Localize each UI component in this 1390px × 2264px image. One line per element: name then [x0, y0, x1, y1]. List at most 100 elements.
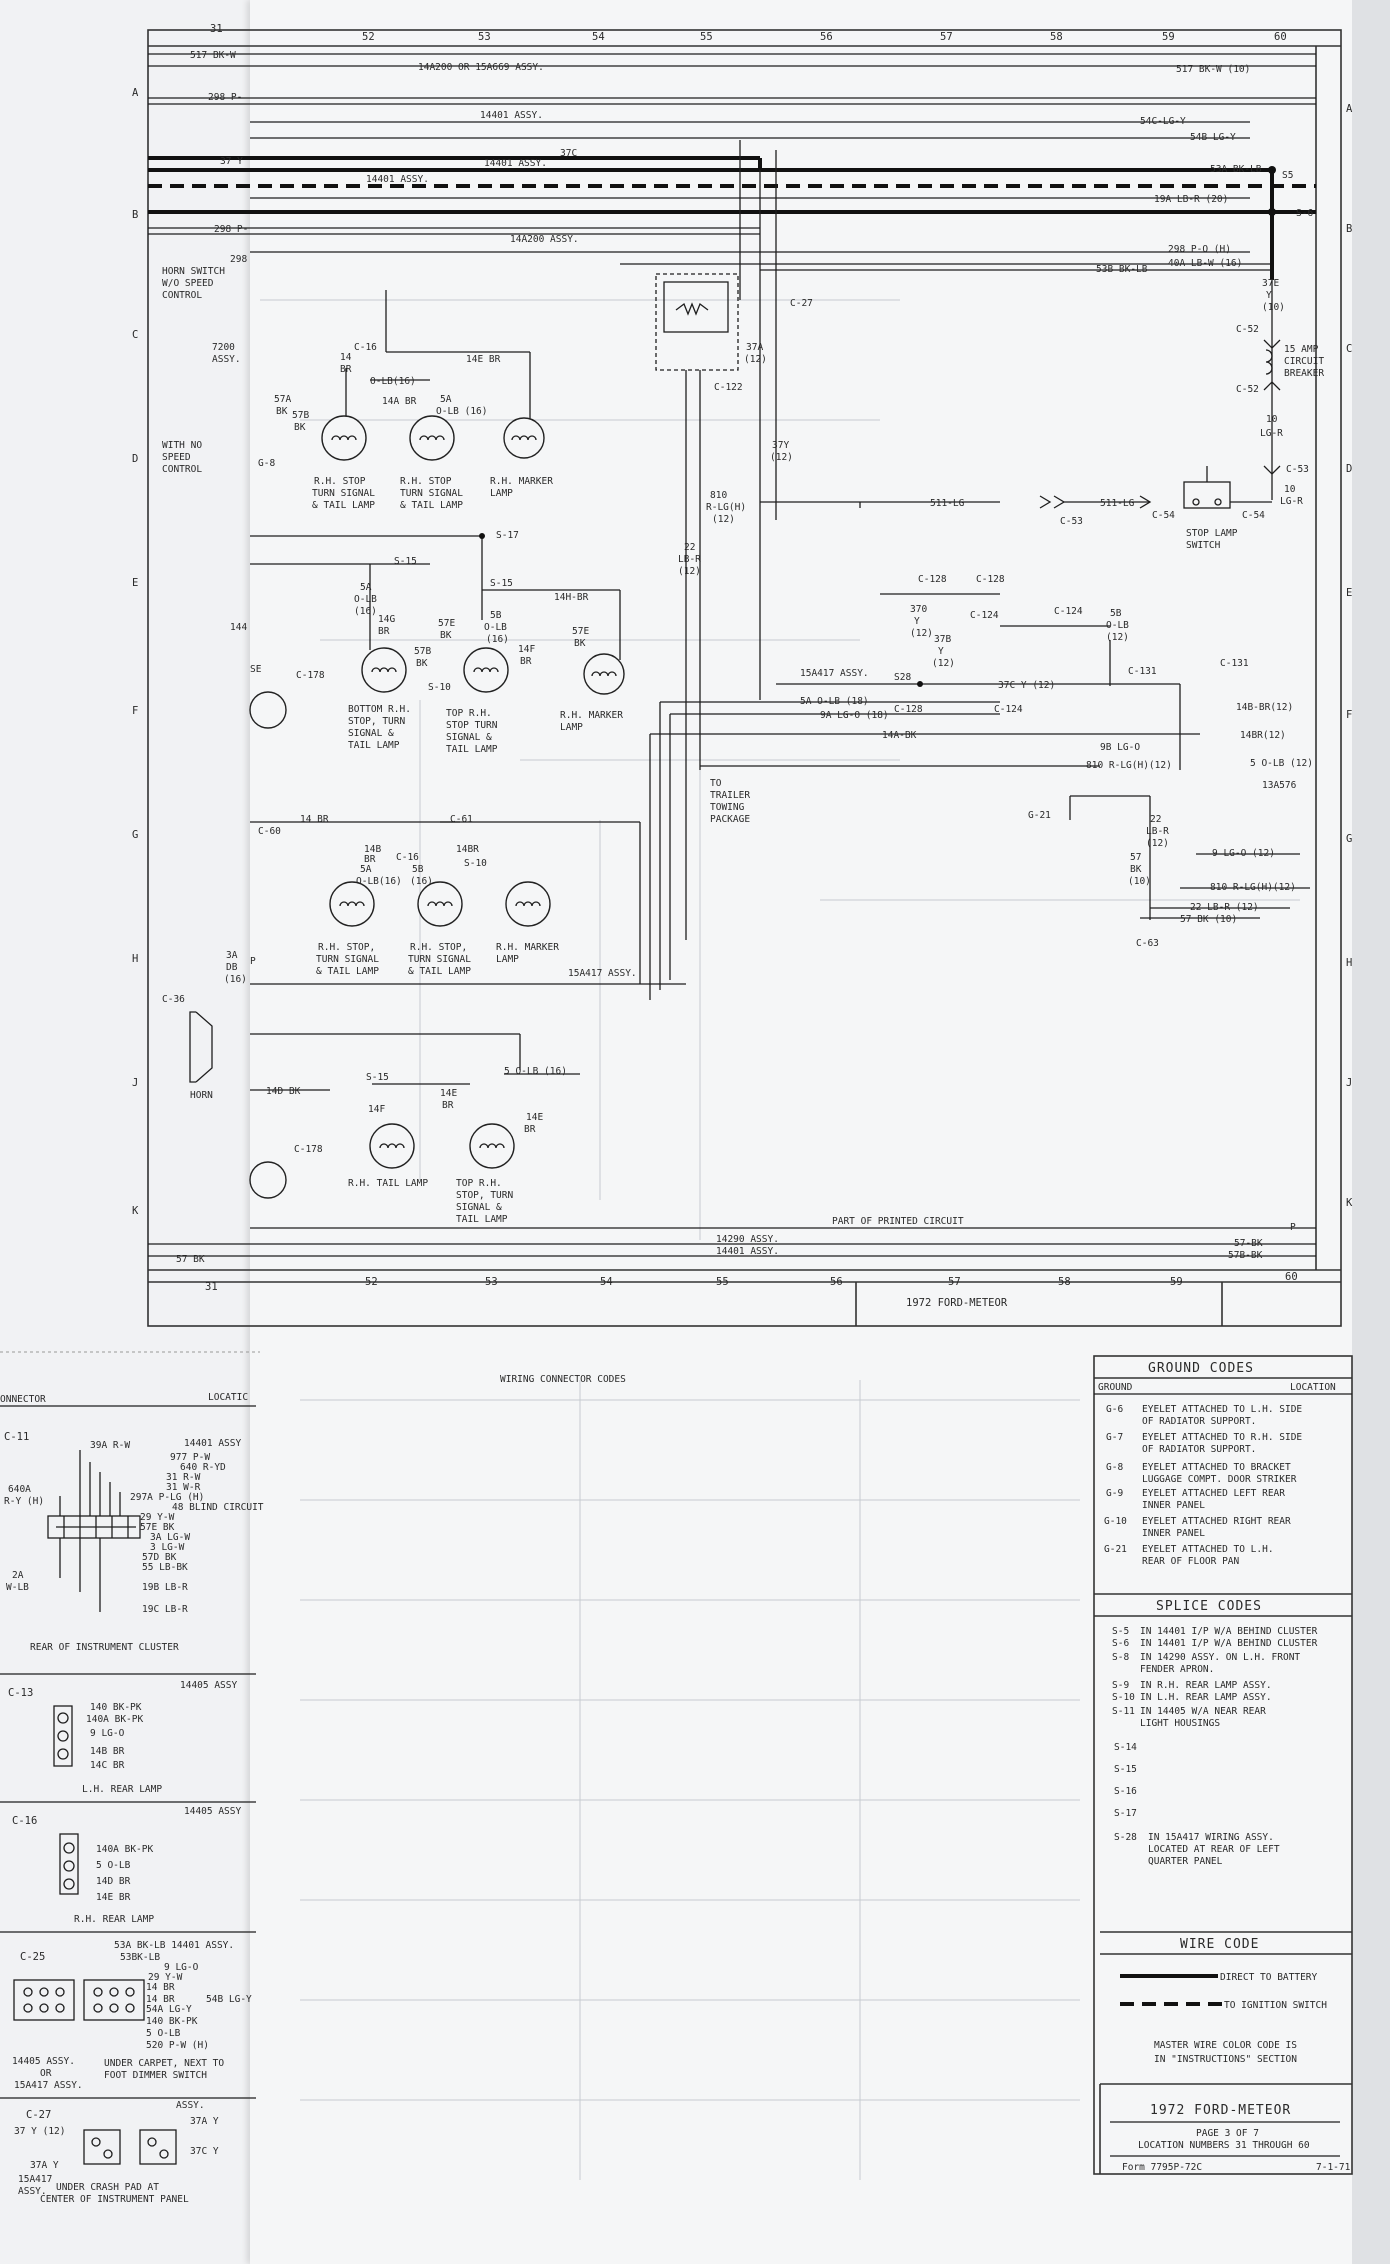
wire-label: Y: [1266, 290, 1272, 301]
left-fold-sheet: [0, 0, 260, 2264]
connector-label: C-54: [1152, 510, 1175, 521]
col-label: 54: [592, 31, 605, 43]
wire-label: O-LB(16): [370, 376, 416, 387]
wire-label: 5B: [1110, 608, 1122, 619]
ground-label: G-21: [1028, 810, 1051, 821]
splice-code: S-17: [1114, 1808, 1137, 1819]
col-label: 57: [948, 1276, 961, 1288]
form-number: Form 7795P-72C: [1122, 2162, 1202, 2173]
connector-label: C-53: [1060, 516, 1083, 527]
col-label: 31: [205, 1281, 218, 1293]
trailer-connectors: C-128 C-128 370 Y (12) 37B Y (12) C-124 …: [649, 574, 1313, 1000]
row-label: G: [1346, 833, 1352, 845]
component-label: & TAIL LAMP: [312, 500, 375, 511]
wire-label: 10: [1266, 414, 1278, 425]
wire-label: 19B LB-R: [142, 1582, 188, 1593]
splice-label: S-15: [394, 556, 417, 567]
connector-label: C-178: [296, 670, 325, 681]
main-sheet: [250, 0, 1360, 2264]
component-label: TAIL LAMP: [348, 740, 400, 751]
splice-location: IN 14405 W/A NEAR REAR: [1140, 1706, 1266, 1717]
component-label: PACKAGE: [710, 814, 750, 825]
wire-label: (12): [678, 566, 701, 577]
ground-location: EYELET ATTACHED TO L.H. SIDE: [1142, 1404, 1302, 1415]
wire-label: 53BK-LB: [120, 1952, 160, 1963]
splice-label: S-17: [496, 530, 519, 541]
assembly-label: 14405 ASSY: [184, 1806, 241, 1817]
wire-label: 14B-BR(12): [1236, 702, 1293, 713]
component-label: TURN SIGNAL: [316, 954, 379, 965]
wire-label: 54A LG-Y: [146, 2004, 192, 2015]
connector-c25: C-25 53A BK-LB 14401 ASSY. 53BK-LB 9 LG-…: [12, 1940, 252, 2091]
wire-label: 37A Y: [190, 2116, 219, 2127]
wire-label: (12): [744, 354, 767, 365]
connector-label: C-124: [970, 610, 999, 621]
page-number: PAGE 3 OF 7: [1196, 2128, 1259, 2139]
splice-code-list: S-5 IN 14401 I/P W/A BEHIND CLUSTER S-6 …: [1112, 1626, 1318, 1867]
wire-label: 14H-BR: [554, 592, 589, 603]
middle-rh-lamps: S-17 S-15 S-15 14H-BR 5A O-LB (16) 14G B…: [230, 530, 625, 755]
wire-label: 54B LG-Y: [206, 1994, 252, 2005]
splice-code: S-10: [1112, 1692, 1135, 1703]
wire-label: 57E: [572, 626, 589, 637]
connector-label: C-128: [976, 574, 1005, 585]
wire-label: 9 LG-O (12): [1212, 848, 1275, 859]
title-block-title: 1972 FORD-METEOR: [1150, 2103, 1291, 2118]
wire-label: 5 O-LB (12): [1250, 758, 1313, 769]
wire-label: 5A: [360, 582, 372, 593]
wire-label: 29 Y-W: [140, 1512, 175, 1523]
connector-label: C-124: [1054, 606, 1083, 617]
wire-label: W-LB: [6, 1582, 29, 1593]
col-label: 55: [716, 1276, 729, 1288]
ground-codes-title: GROUND CODES: [1148, 1361, 1254, 1376]
component-label: LAMP: [496, 954, 519, 965]
wire-label: 31 W-R: [166, 1482, 201, 1493]
component-label: SIGNAL &: [446, 732, 492, 743]
component-label: TOP R.H.: [446, 708, 492, 719]
component-label: LAMP: [490, 488, 513, 499]
wire-label: Y: [914, 616, 920, 627]
component-label: & TAIL LAMP: [408, 966, 471, 977]
wire-label: 9A LG-O (18): [820, 710, 889, 721]
wire-label: 37 Y: [220, 156, 243, 167]
connector-label: C-52: [1236, 384, 1259, 395]
wire-label: 977 P-W: [170, 1452, 210, 1463]
connector-label: C-36: [162, 994, 185, 1005]
component-label: W/O SPEED: [162, 278, 214, 289]
wire-code-label: TO IGNITION SWITCH: [1224, 2000, 1327, 2011]
assembly-label: OR: [40, 2068, 52, 2079]
splice-location: IN L.H. REAR LAMP ASSY.: [1140, 1692, 1272, 1703]
assembly-label: 15A417 ASSY.: [568, 968, 637, 979]
col-label: 56: [820, 31, 833, 43]
wire-label: 14A200 ASSY.: [510, 234, 579, 245]
assembly-label: 14401 ASSY.: [716, 1246, 779, 1257]
splice-label: S5: [1282, 170, 1293, 181]
splice-code: S-11: [1112, 1706, 1135, 1717]
wire-label: BR: [442, 1100, 454, 1111]
wire-label: BR: [340, 364, 352, 375]
wire-label: 14E: [526, 1112, 543, 1123]
connector-label: C-128: [918, 574, 947, 585]
wire-label: 14C BR: [90, 1760, 125, 1771]
wire-label: 520 P-W (H): [146, 2040, 209, 2051]
ground-location: REAR OF FLOOR PAN: [1142, 1556, 1240, 1567]
splice-location: FENDER APRON.: [1140, 1664, 1214, 1675]
row-label: J: [1346, 1077, 1352, 1089]
splice-label: S-6: [1296, 208, 1313, 219]
wire-label: CIRCUIT: [1284, 356, 1324, 367]
wire-label: 22: [1150, 814, 1161, 825]
splice-location: IN R.H. REAR LAMP ASSY.: [1140, 1680, 1272, 1691]
wire-label: 14A200 OR 15A669 ASSY.: [418, 62, 544, 73]
col-label: 31: [210, 23, 223, 35]
bottom-rh-lamps: 14D BK S-15 5 O-LB (16) 14F 14E BR 14E B…: [148, 1033, 1316, 1265]
row-label: K: [132, 1205, 139, 1217]
wire-label: 37C: [560, 148, 577, 159]
wire-label: (10): [1262, 302, 1285, 313]
connector-id: C-13: [8, 1687, 33, 1699]
component-label: CONTROL: [162, 290, 202, 301]
wire-label: BR: [364, 854, 376, 865]
wire-label: DB: [226, 962, 238, 973]
component-label: STOP, TURN: [348, 716, 405, 727]
ground-location: EYELET ATTACHED TO L.H.: [1142, 1544, 1274, 1555]
component-label: R.H. TAIL LAMP: [348, 1178, 428, 1189]
